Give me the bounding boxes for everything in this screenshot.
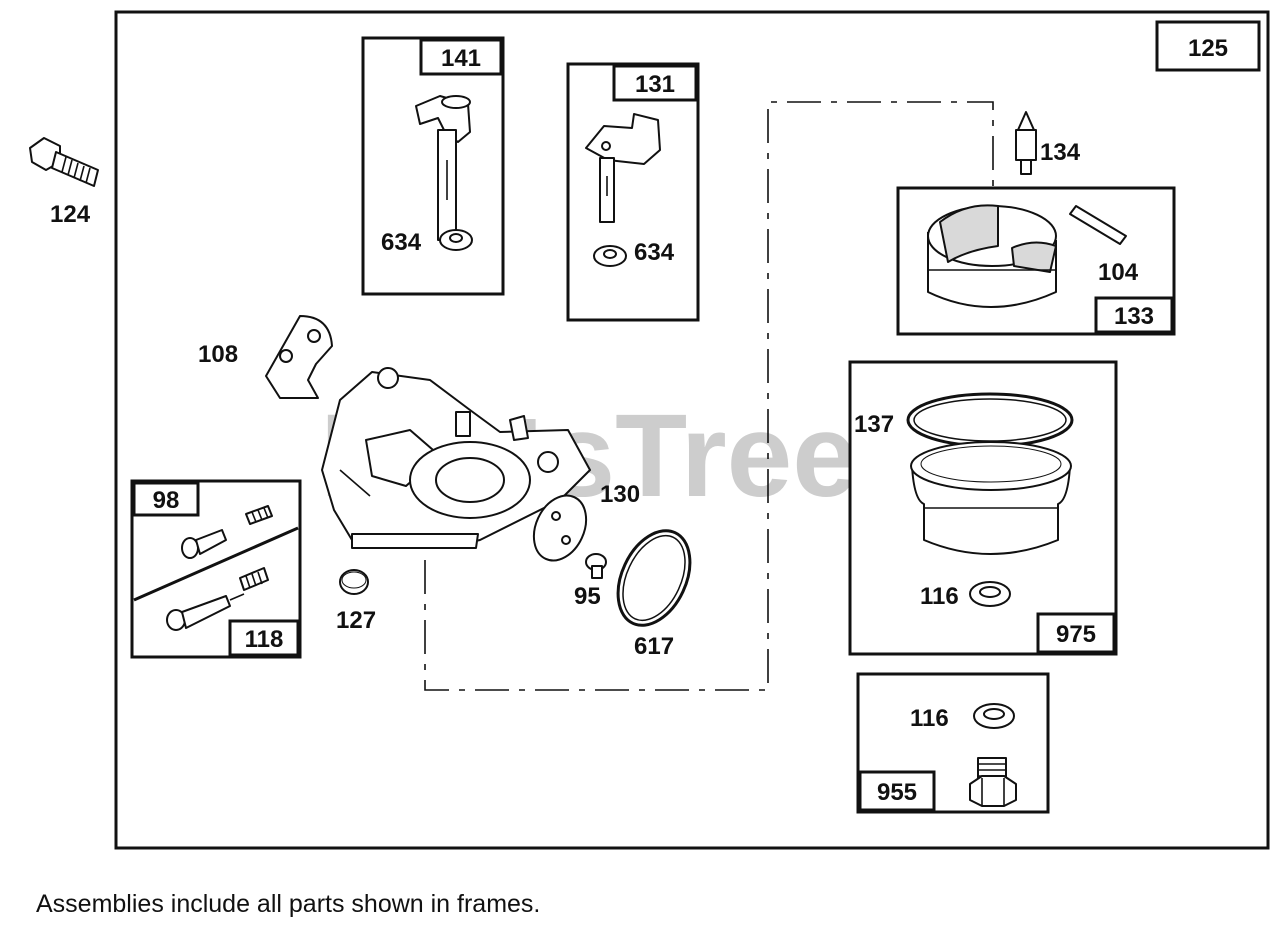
label-634-a: 634 — [381, 229, 422, 256]
tag-955: 955 — [877, 779, 917, 806]
label-116-a: 116 — [920, 583, 959, 610]
tag-133: 133 — [1114, 303, 1154, 330]
tag-box-98 — [132, 481, 200, 517]
choke-shaft-131-part — [585, 113, 661, 223]
tag-box-955 — [858, 770, 936, 812]
label-108: 108 — [198, 341, 238, 368]
idle-screw-98-part — [181, 505, 273, 559]
washer-116-part-a — [969, 581, 1011, 607]
gasket-108-part — [265, 315, 333, 399]
label-124: 124 — [50, 201, 91, 228]
label-617: 617 — [634, 633, 674, 660]
bowl-975-part — [910, 441, 1072, 555]
label-95: 95 — [574, 583, 601, 610]
footnote: Assemblies include all parts shown in fr… — [36, 890, 541, 918]
plate-130-part — [532, 494, 588, 562]
label-134: 134 — [1040, 139, 1081, 166]
bolt-124-part — [29, 137, 99, 187]
label-137: 137 — [854, 411, 894, 438]
tag-box-131 — [612, 64, 698, 102]
screw-95-part — [585, 553, 607, 579]
frame-141 — [361, 36, 505, 296]
tag-118: 118 — [245, 626, 284, 653]
frame-divider — [133, 526, 299, 602]
tag-98: 98 — [153, 487, 180, 514]
main-frame — [114, 10, 1270, 850]
tag-box-141 — [419, 38, 503, 76]
tag-box-975 — [1036, 612, 1116, 654]
tag-975: 975 — [1056, 621, 1096, 648]
bowl-nut-955-part — [969, 757, 1017, 807]
float-133-part — [927, 204, 1057, 308]
mixture-screw-118-part — [166, 567, 269, 631]
tag-141: 141 — [441, 45, 481, 72]
o-ring-617-part — [616, 529, 692, 627]
carburetor-body-part — [321, 367, 591, 549]
connector-line — [424, 101, 994, 691]
tag-131: 131 — [635, 71, 675, 98]
welch-plug-127-part — [339, 569, 369, 595]
tag-box-133 — [1094, 296, 1174, 334]
float-needle-134-part — [1015, 111, 1037, 175]
throttle-shaft-141-part — [415, 95, 471, 241]
label-127: 127 — [336, 607, 376, 634]
label-130: 130 — [600, 481, 640, 508]
label-634-b: 634 — [634, 239, 675, 266]
washer-116-part-b — [973, 703, 1015, 729]
label-104: 104 — [1098, 259, 1139, 286]
washer-634-part-b — [593, 245, 627, 267]
tag-box-118 — [228, 619, 300, 657]
washer-634-part-a — [439, 229, 473, 251]
frame-131 — [566, 62, 700, 322]
label-116-b: 116 — [910, 705, 949, 732]
hinge-pin-104-part — [1069, 205, 1127, 245]
tag-125: 125 — [1188, 35, 1228, 62]
tag-box-125 — [1155, 20, 1261, 72]
